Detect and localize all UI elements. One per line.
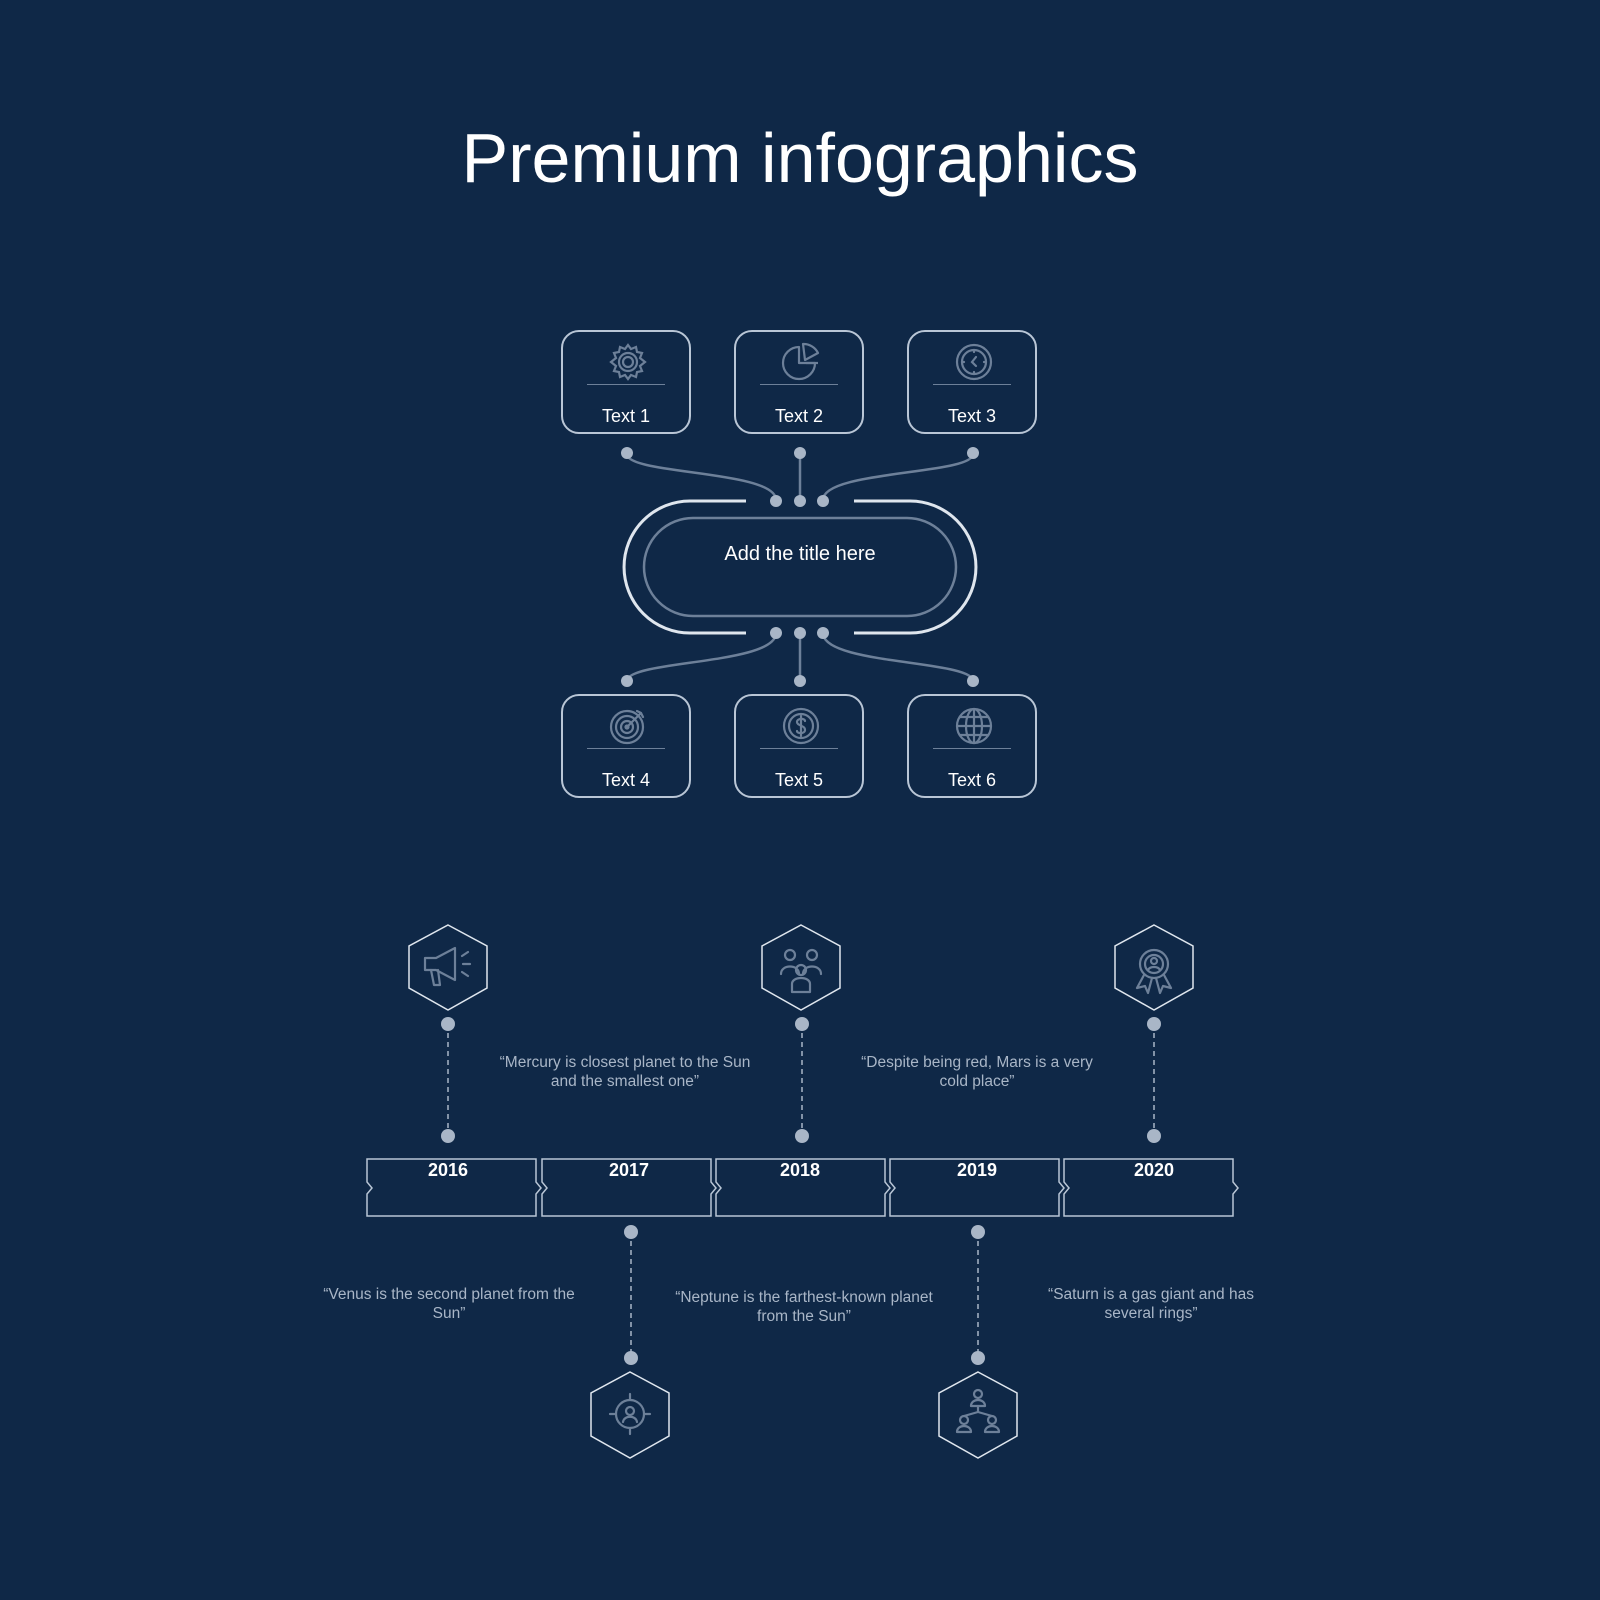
card-divider — [760, 384, 838, 385]
card-text-6: Text 6 — [907, 694, 1037, 798]
connector-dot — [794, 627, 806, 639]
timeline-dot — [795, 1017, 809, 1031]
connector-dot — [794, 675, 806, 687]
card-label: Text 4 — [601, 770, 651, 790]
connector-dot — [770, 627, 782, 639]
clock-icon — [955, 343, 993, 381]
connector-dot — [817, 627, 829, 639]
year-label-2019: 2019 — [956, 1160, 998, 1180]
pie-chart-icon — [781, 342, 820, 381]
hexagon — [1114, 924, 1194, 1011]
card-text-5: Text 5 — [734, 694, 864, 798]
timeline-dot — [624, 1351, 638, 1365]
timeline-dot — [1147, 1017, 1161, 1031]
card-divider — [587, 384, 665, 385]
year-box-2019 — [889, 1158, 1065, 1217]
hexagon — [761, 924, 841, 1011]
hexagon — [408, 924, 488, 1011]
center-title: Add the title here — [724, 543, 876, 565]
connector-line — [625, 453, 778, 501]
dollar-coin-icon — [782, 707, 820, 745]
connector-line — [821, 453, 975, 501]
team-icon — [779, 948, 823, 994]
connector-dot — [621, 447, 633, 459]
card-text-2: Text 2 — [734, 330, 864, 434]
year-label-2018: 2018 — [779, 1160, 821, 1180]
year-box-2020 — [1063, 1158, 1239, 1217]
page-title: Premium infographics — [461, 119, 1139, 197]
quote-2018: “Neptune is the farthest-known planet fr… — [675, 1289, 933, 1325]
connector-dot — [817, 495, 829, 507]
year-label-2017: 2017 — [608, 1160, 650, 1180]
card-text-3: Text 3 — [907, 330, 1037, 434]
card-text-1: Text 1 — [561, 330, 691, 434]
year-label-2020: 2020 — [1133, 1160, 1175, 1180]
target-icon — [609, 709, 645, 745]
timeline-dot — [795, 1129, 809, 1143]
card-label: Text 5 — [774, 770, 824, 790]
card-divider — [760, 748, 838, 749]
connector-line — [821, 632, 975, 682]
connector-dot — [770, 495, 782, 507]
target-user-icon — [608, 1392, 652, 1436]
gear-icon — [609, 343, 647, 381]
connector-dot — [967, 675, 979, 687]
year-box-2018 — [715, 1158, 891, 1217]
connector-dot — [794, 495, 806, 507]
card-label: Text 1 — [601, 406, 651, 426]
quote-2016: “Venus is the second planet from the Sun… — [323, 1286, 575, 1322]
timeline-dot — [1147, 1129, 1161, 1143]
connector-dot — [794, 447, 806, 459]
center-pill-inner — [642, 516, 958, 618]
year-label-2016: 2016 — [427, 1160, 469, 1180]
year-box-2017 — [541, 1158, 717, 1217]
card-divider — [587, 748, 665, 749]
quote-2017: “Mercury is closest planet to the Sun an… — [499, 1054, 751, 1090]
card-divider — [933, 384, 1011, 385]
award-badge-icon — [1135, 948, 1173, 995]
hexagon — [590, 1371, 670, 1459]
globe-icon — [955, 707, 993, 745]
quote-2020: “Saturn is a gas giant and has several r… — [1048, 1286, 1254, 1322]
timeline-dot — [624, 1225, 638, 1239]
megaphone-icon — [423, 946, 472, 987]
connector-line — [625, 632, 778, 682]
timeline-dot — [441, 1017, 455, 1031]
connector-dot — [967, 447, 979, 459]
card-label: Text 6 — [947, 770, 997, 790]
center-pill-outer — [622, 499, 978, 635]
hierarchy-icon — [955, 1388, 1001, 1434]
year-box-2016 — [366, 1158, 542, 1217]
card-divider — [933, 748, 1011, 749]
connector-dot — [621, 675, 633, 687]
card-label: Text 2 — [774, 406, 824, 426]
timeline-dot — [441, 1129, 455, 1143]
timeline-dot — [971, 1225, 985, 1239]
card-label: Text 3 — [947, 406, 997, 426]
timeline-dot — [971, 1351, 985, 1365]
quote-2019: “Despite being red, Mars is a very cold … — [861, 1054, 1093, 1090]
hexagon — [938, 1371, 1018, 1459]
card-text-4: Text 4 — [561, 694, 691, 798]
